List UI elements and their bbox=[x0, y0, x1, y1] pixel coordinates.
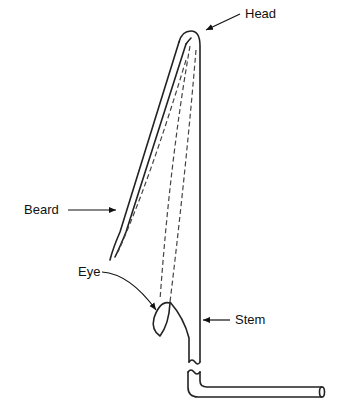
leader-lines bbox=[68, 14, 240, 320]
needle-outline bbox=[110, 31, 325, 397]
leader-line bbox=[203, 319, 230, 320]
leader-line bbox=[102, 272, 156, 310]
part-label: Head bbox=[243, 6, 278, 21]
leader-line bbox=[68, 209, 116, 210]
eye-shape bbox=[153, 303, 170, 336]
part-label: Eye bbox=[76, 264, 102, 279]
part-label: Beard bbox=[22, 202, 61, 217]
beard-hidden bbox=[118, 60, 186, 252]
part-label: Stem bbox=[233, 312, 267, 327]
beard-outer bbox=[110, 42, 179, 260]
groove-line bbox=[170, 50, 196, 302]
break-bottom bbox=[188, 370, 200, 374]
head-inner bbox=[186, 38, 191, 44]
groove-line bbox=[160, 46, 190, 300]
butt-end bbox=[320, 387, 325, 397]
stem-left bbox=[170, 302, 189, 362]
butt-inner bbox=[200, 372, 322, 387]
break-top bbox=[189, 360, 200, 364]
hidden-lines bbox=[118, 46, 196, 302]
butt-outer bbox=[188, 372, 322, 397]
beard-inner bbox=[115, 44, 186, 257]
leader-line bbox=[206, 14, 240, 30]
